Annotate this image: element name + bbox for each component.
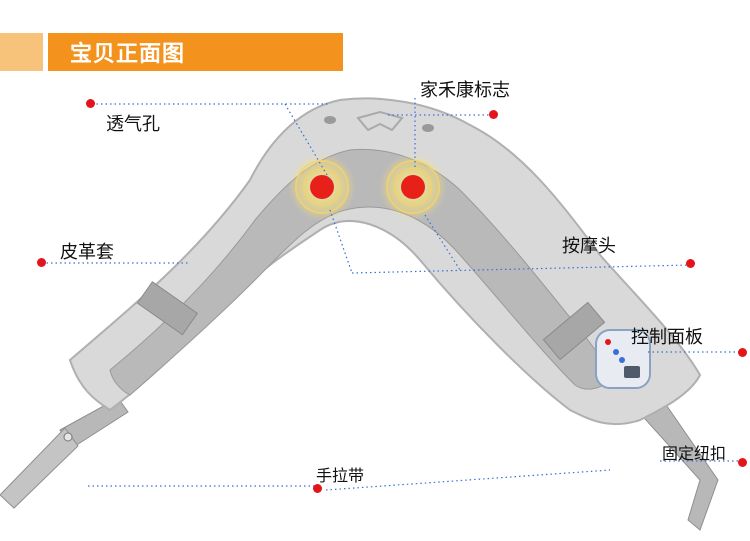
marker-vent: [86, 99, 95, 108]
label-cover: 皮革套: [60, 242, 114, 263]
marker-strap: [313, 484, 322, 493]
strap-snap-icon: [63, 432, 73, 442]
marker-logo: [489, 110, 498, 119]
label-head: 按摩头: [562, 236, 616, 257]
massage-head-left: [288, 153, 356, 221]
control-panel-icon: [595, 329, 651, 389]
banner-background: [48, 33, 343, 71]
leader-vent-2: [284, 103, 331, 181]
left-strap-end: [0, 427, 79, 509]
marker-head: [686, 259, 695, 268]
banner-title: 宝贝正面图: [70, 42, 186, 67]
massage-head-right: [379, 153, 447, 221]
section-banner: 宝贝正面图: [0, 33, 343, 71]
marker-panel: [738, 348, 747, 357]
label-vent: 透气孔: [106, 114, 160, 135]
marker-button: [738, 458, 747, 467]
vent-hole-right: [422, 124, 434, 132]
label-button: 固定纽扣: [662, 444, 727, 463]
vent-hole-left: [324, 116, 336, 124]
right-cover-tab: [542, 301, 606, 361]
brand-logo-icon: [356, 110, 404, 132]
marker-cover: [37, 258, 46, 267]
leader-head-3: [424, 214, 461, 271]
label-panel: 控制面板: [631, 327, 703, 348]
leader-strap-right: [325, 469, 611, 491]
label-strap: 手拉带: [316, 466, 365, 485]
left-cover-tab: [136, 281, 199, 336]
label-logo: 家禾康标志: [420, 80, 510, 101]
banner-accent: [0, 33, 43, 71]
